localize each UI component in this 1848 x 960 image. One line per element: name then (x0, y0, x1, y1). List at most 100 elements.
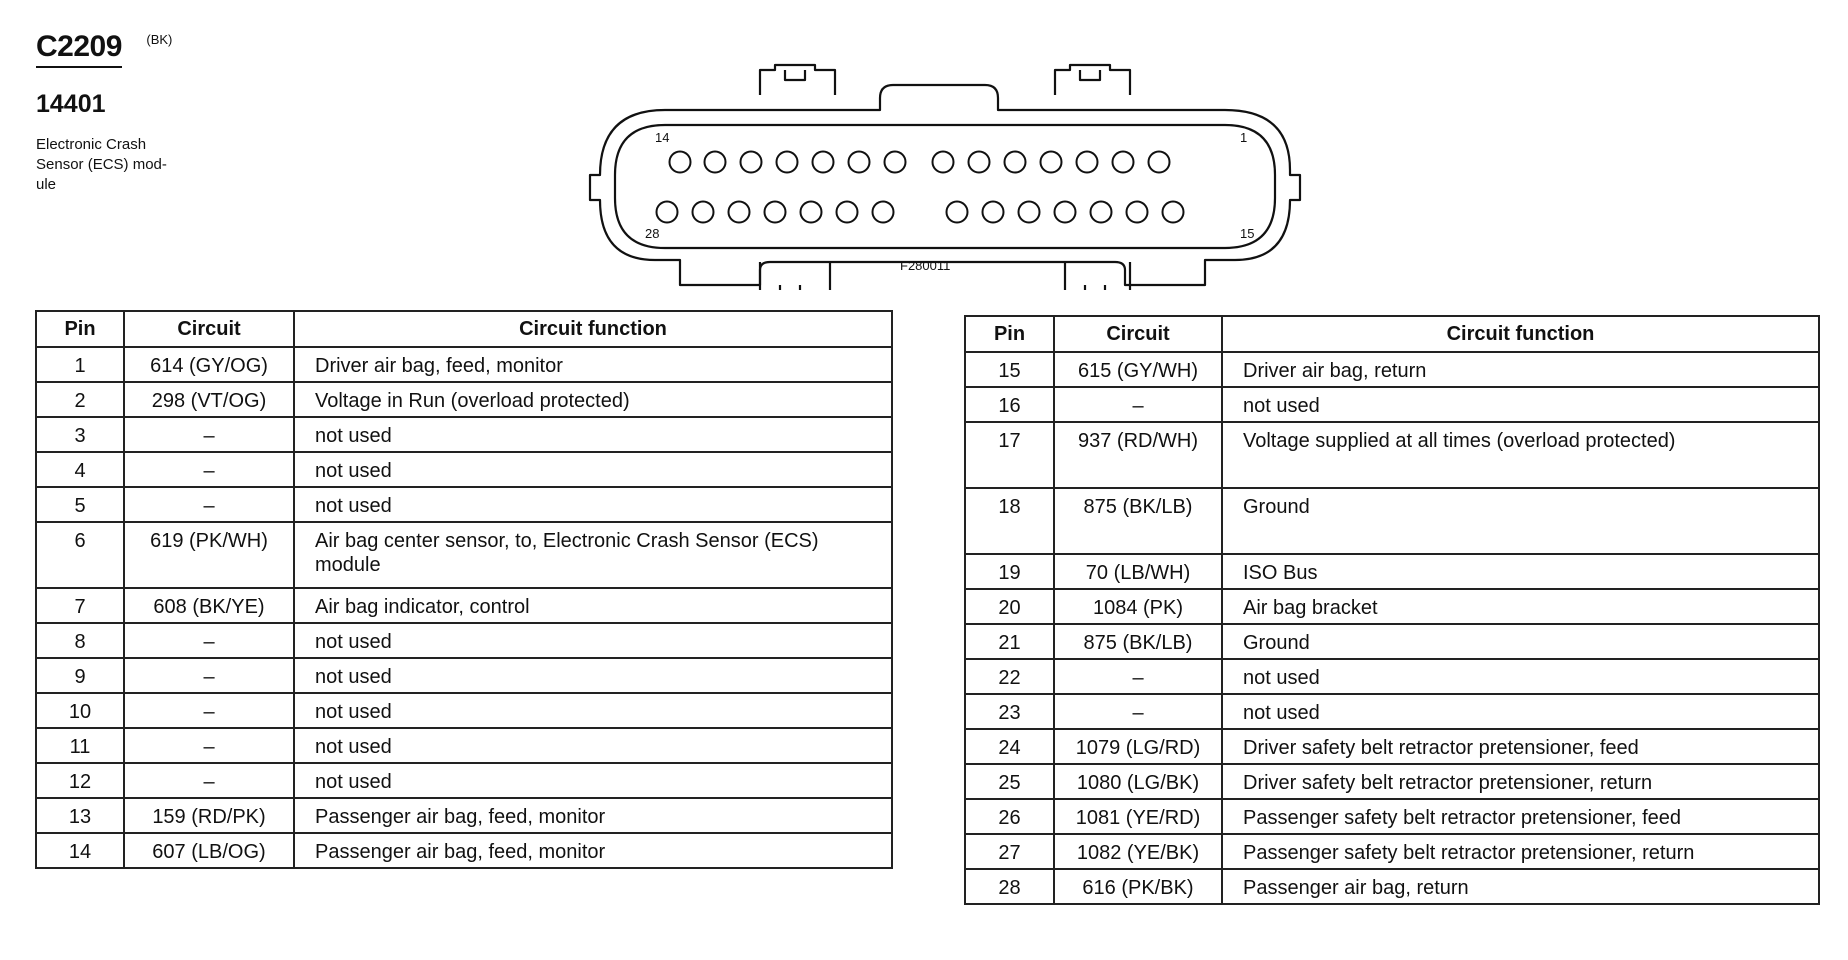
pin-cell: 9 (35, 657, 125, 694)
pin-hole-22 (871, 200, 895, 224)
circuit-cell: – (1053, 658, 1223, 695)
table-row: 23–not used (964, 693, 1820, 730)
function-cell: Air bag indicator, control (293, 587, 893, 624)
pin-hole-13 (703, 150, 727, 174)
pin-hole-3 (1075, 150, 1099, 174)
pin-hole-10 (811, 150, 835, 174)
pin-hole-26 (727, 200, 751, 224)
circuit-cell: 1080 (LG/BK) (1053, 763, 1223, 800)
pin-hole-12 (739, 150, 763, 174)
function-cell: not used (293, 486, 893, 523)
pin-cell: 15 (964, 351, 1055, 388)
circuit-cell: 615 (GY/WH) (1053, 351, 1223, 388)
part-number: 14401 (36, 90, 106, 118)
pin-hole-15 (1161, 200, 1185, 224)
circuit-cell: – (123, 727, 295, 764)
function-cell: Passenger safety belt retractor pretensi… (1221, 798, 1820, 835)
pin-cell: 1 (35, 346, 125, 383)
function-cell: Passenger safety belt retractor pretensi… (1221, 833, 1820, 870)
header-pin: Pin (964, 315, 1055, 353)
function-cell: not used (293, 762, 893, 799)
pin-cell: 12 (35, 762, 125, 799)
pin-hole-16 (1125, 200, 1149, 224)
figure-id: F280011 (900, 258, 951, 273)
circuit-cell: 619 (PK/WH) (123, 521, 295, 589)
pin-cell: 26 (964, 798, 1055, 835)
function-cell: not used (293, 416, 893, 453)
pin-cell: 10 (35, 692, 125, 729)
function-cell: Air bag bracket (1221, 588, 1820, 625)
pin-holes (655, 150, 1185, 224)
pin-hole-2 (1111, 150, 1135, 174)
circuit-cell: 937 (RD/WH) (1053, 421, 1223, 489)
table-row: 4–not used (35, 451, 893, 488)
header-circuit: Circuit (123, 310, 295, 348)
circuit-cell: – (123, 416, 295, 453)
function-cell: Ground (1221, 487, 1820, 555)
function-cell: Driver air bag, feed, monitor (293, 346, 893, 383)
circuit-cell: 298 (VT/OG) (123, 381, 295, 418)
pin-hole-6 (967, 150, 991, 174)
pin-hole-7 (931, 150, 955, 174)
pin-cell: 28 (964, 868, 1055, 905)
table-row: 10–not used (35, 692, 893, 729)
top-right-latch (1053, 63, 1132, 95)
pin-hole-14 (668, 150, 692, 174)
pin-cell: 17 (964, 421, 1055, 489)
pin-cell: 25 (964, 763, 1055, 800)
function-cell: not used (293, 622, 893, 659)
pin-cell: 27 (964, 833, 1055, 870)
pin-hole-9 (847, 150, 871, 174)
circuit-cell: 614 (GY/OG) (123, 346, 295, 383)
pin-hole-11 (775, 150, 799, 174)
table-row: 11–not used (35, 727, 893, 764)
function-cell: Passenger air bag, feed, monitor (293, 832, 893, 869)
housing-outer (588, 83, 1302, 287)
function-cell: Driver safety belt retractor pretensione… (1221, 763, 1820, 800)
pin-label-28: 28 (645, 226, 659, 241)
table-header-row: Pin Circuit Circuit function (35, 310, 893, 348)
connector-description: Electronic Crash Sensor (ECS) mod- ule (36, 136, 167, 193)
pin-hole-23 (835, 200, 859, 224)
circuit-cell: 1081 (YE/RD) (1053, 798, 1223, 835)
table-row: 22–not used (964, 658, 1820, 695)
function-cell: not used (293, 657, 893, 694)
table-row: 16–not used (964, 386, 1820, 423)
pin-cell: 21 (964, 623, 1055, 660)
circuit-cell: – (123, 762, 295, 799)
function-cell: Passenger air bag, return (1221, 868, 1820, 905)
pin-cell: 7 (35, 587, 125, 624)
housing-inner (613, 123, 1277, 250)
pin-hole-1 (1147, 150, 1171, 174)
top-right-latch-inner (1078, 70, 1102, 82)
pin-hole-25 (763, 200, 787, 224)
function-cell: Passenger air bag, feed, monitor (293, 797, 893, 834)
circuit-cell: – (123, 486, 295, 523)
function-cell: Driver air bag, return (1221, 351, 1820, 388)
pin-cell: 18 (964, 487, 1055, 555)
circuit-cell: 1079 (LG/RD) (1053, 728, 1223, 765)
pin-hole-18 (1053, 200, 1077, 224)
header-pin: Pin (35, 310, 125, 348)
bottom-right-latch (1063, 262, 1132, 290)
header-circuit: Circuit (1053, 315, 1223, 353)
bottom-right-latch-inner (1083, 285, 1107, 290)
table-header-row: Pin Circuit Circuit function (964, 315, 1820, 353)
pin-hole-20 (981, 200, 1005, 224)
circuit-cell: 1082 (YE/BK) (1053, 833, 1223, 870)
table-row: 12–not used (35, 762, 893, 799)
